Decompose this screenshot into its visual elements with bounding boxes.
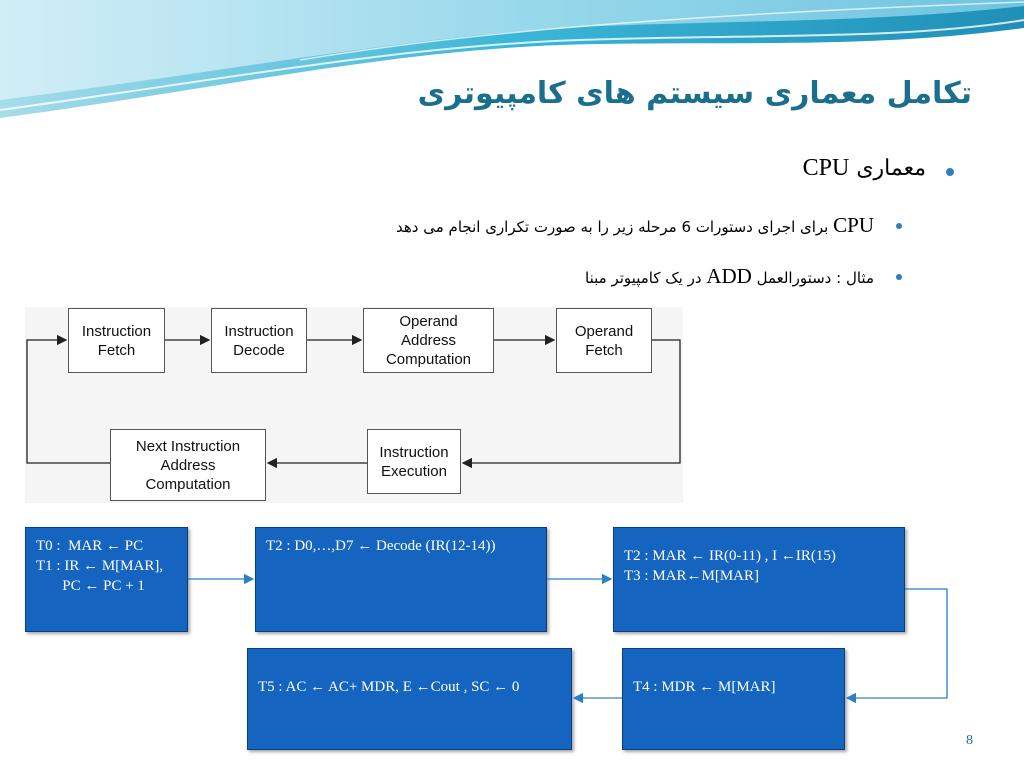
step-box-operand: T2 : MAR ← IR(0-11) , I ←IR(15) T3 : MAR… — [613, 527, 905, 632]
slide-title: تکامل معماری سیستم های کامپیوتری — [417, 76, 972, 111]
flow-box-instruction-fetch: Instruction Fetch — [68, 308, 165, 373]
wave-line — [299, 1, 1024, 61]
bullet-text: برای اجرای دستورات 6 مرحله زیر را به صور… — [396, 218, 829, 236]
bullet-text: معماری — [856, 156, 926, 181]
step-box-decode: T2 : D0,…,D7 ← Decode (IR(12-14)) — [255, 527, 547, 632]
step-box-fetch: T0 : MAR ← PC T1 : IR ← M[MAR], PC ← PC … — [25, 527, 188, 632]
bullet-dot-icon — [896, 274, 902, 280]
bullet-cpu-six-steps: CPU برای اجرای دستورات 6 مرحله زیر را به… — [396, 213, 902, 238]
bullet-latin: ADD — [706, 264, 752, 288]
bullet-add-example: مثال : دستورالعمل ADD در یک کامپیوتر مبن… — [585, 264, 902, 289]
flow-box-operand-fetch: Operand Fetch — [556, 308, 652, 373]
step-box-memory-read: T4 : MDR ← M[MAR] — [622, 648, 845, 750]
bullet-text-a: مثال : دستورالعمل — [756, 269, 874, 287]
bullet-latin: CPU — [802, 155, 850, 181]
flow-box-next-address: Next Instruction Address Computation — [110, 429, 266, 501]
page-number: 8 — [966, 733, 973, 748]
flow-box-operand-address: Operand Address Computation — [363, 308, 494, 373]
wave-line — [0, 19, 1024, 111]
bullet-dot-icon — [946, 168, 954, 176]
flow-box-instruction-decode: Instruction Decode — [211, 308, 307, 373]
flow-box-instruction-execution: Instruction Execution — [367, 429, 461, 494]
bullet-latin: CPU — [833, 213, 874, 237]
step-box-execute: T5 : AC ← AC+ MDR, E ←Cout , SC ← 0 — [247, 648, 572, 750]
bullet-dot-icon — [896, 223, 902, 229]
bullet-text-b: در یک کامپیوتر مبنا — [585, 269, 702, 287]
wave-front — [0, 0, 1024, 100]
bullet-cpu-architecture: معماری CPU — [802, 155, 954, 182]
header-waves — [0, 0, 1024, 118]
